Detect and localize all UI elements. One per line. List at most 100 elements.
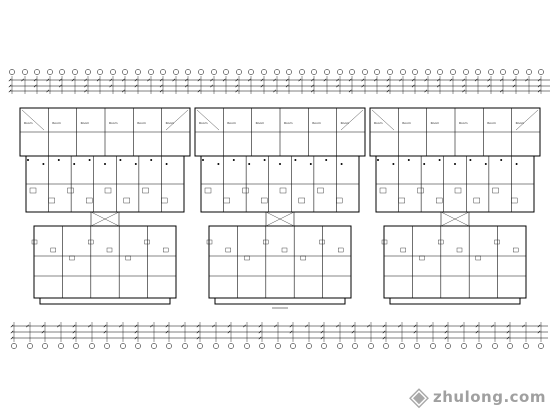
dimension-tick (444, 330, 448, 334)
top-dimension-lines (8, 78, 550, 93)
fixture-box (456, 247, 463, 253)
dimension-tick (258, 336, 262, 340)
dimension-tick (72, 330, 76, 334)
dimension-tick (320, 330, 324, 334)
stair-diagonal (340, 109, 364, 131)
fixture-box (281, 247, 288, 253)
axis-bubble (306, 343, 312, 349)
riser-dot (150, 159, 153, 161)
axis-bubble (286, 69, 292, 75)
dimension-tick (462, 84, 466, 88)
dimension-tick (165, 330, 169, 334)
dimension-tick (305, 324, 308, 328)
dimension-tick (121, 89, 125, 93)
dimension-tick (382, 336, 386, 340)
axis-bubble (337, 343, 343, 349)
dimension-tick (212, 324, 215, 328)
axis-bubble (47, 69, 53, 75)
dimension-tick (361, 78, 365, 82)
stair-diagonal (515, 109, 539, 131)
axis-bubble (9, 69, 15, 75)
room-label: Room (312, 121, 321, 125)
dimension-tick (159, 78, 163, 82)
room-label: Room (284, 121, 293, 125)
axis-bubble (248, 69, 254, 75)
riser-dot (423, 163, 426, 165)
dimension-tick (134, 324, 138, 328)
axis-bubble (244, 343, 250, 349)
axis-bubble (27, 343, 33, 349)
dimension-tick (506, 336, 510, 340)
dimension-tick (310, 84, 314, 88)
fixture-box (263, 239, 269, 245)
room-label: Room (374, 121, 383, 125)
dimension-tick (411, 84, 415, 88)
axis-bubble (368, 343, 374, 349)
dimension-tick (227, 330, 231, 334)
dimension-tick (537, 330, 541, 334)
axis-bubble (223, 69, 229, 75)
axis-bubble (476, 343, 482, 349)
room-label: Room (227, 121, 236, 125)
axis-bubble (450, 69, 456, 75)
dimension-tick (235, 84, 239, 88)
riser-dot (134, 163, 137, 165)
room-label: Room (431, 121, 440, 125)
axis-bubble (374, 69, 380, 75)
fixture-box (417, 187, 424, 194)
lower-block-outline (208, 225, 352, 299)
core-outline (90, 211, 120, 227)
axis-bubble (34, 69, 40, 75)
axis-bubble (463, 69, 469, 75)
riser-dot (165, 163, 168, 165)
fixture-box (67, 187, 74, 194)
fixture-box (454, 187, 462, 194)
dimension-tick (197, 78, 201, 82)
axis-bubble (526, 69, 532, 75)
axis-bubble (274, 69, 280, 75)
dimension-tick (260, 84, 264, 88)
dimension-tick (382, 324, 386, 328)
axis-bubble (211, 69, 217, 75)
dimension-tick (373, 78, 377, 82)
axis-bubble (198, 69, 204, 75)
fixture-box (379, 187, 387, 194)
fixture-box (50, 247, 56, 253)
dimension-tick (247, 78, 251, 82)
dimension-tick (181, 324, 184, 328)
dimension-tick (386, 89, 390, 93)
fixture-box (223, 197, 230, 204)
fixture-box (88, 239, 94, 245)
axis-bubble (507, 343, 513, 349)
dimension-tick (210, 78, 214, 82)
dimension-tick (310, 89, 314, 93)
dimension-tick (109, 78, 113, 82)
fixture-box (69, 255, 75, 261)
dimension-tick (41, 324, 45, 328)
fixture-box (381, 239, 388, 245)
riser-dot (484, 163, 487, 165)
riser-dot (515, 163, 518, 165)
dimension-tick (462, 78, 466, 82)
axis-bubble (89, 343, 95, 349)
riser-dot (42, 163, 45, 165)
dimension-tick (336, 324, 339, 328)
dimension-tick (525, 78, 529, 82)
dimension-tick (460, 324, 463, 328)
axis-bubble (120, 343, 126, 349)
axis-bubble (261, 69, 267, 75)
dimension-tick (258, 324, 262, 328)
dimension-tick (58, 78, 62, 82)
fixture-details (21, 109, 539, 309)
lower-block-outline (383, 225, 527, 299)
room-label: Room (459, 121, 468, 125)
dimension-tick (348, 78, 352, 82)
dimension-tick (506, 324, 510, 328)
dimension-tick (72, 324, 76, 328)
axis-bubble (349, 69, 355, 75)
axis-bubble (299, 69, 305, 75)
axis-bubble (72, 69, 78, 75)
axis-bubble (399, 343, 405, 349)
dimension-tick (413, 324, 417, 328)
